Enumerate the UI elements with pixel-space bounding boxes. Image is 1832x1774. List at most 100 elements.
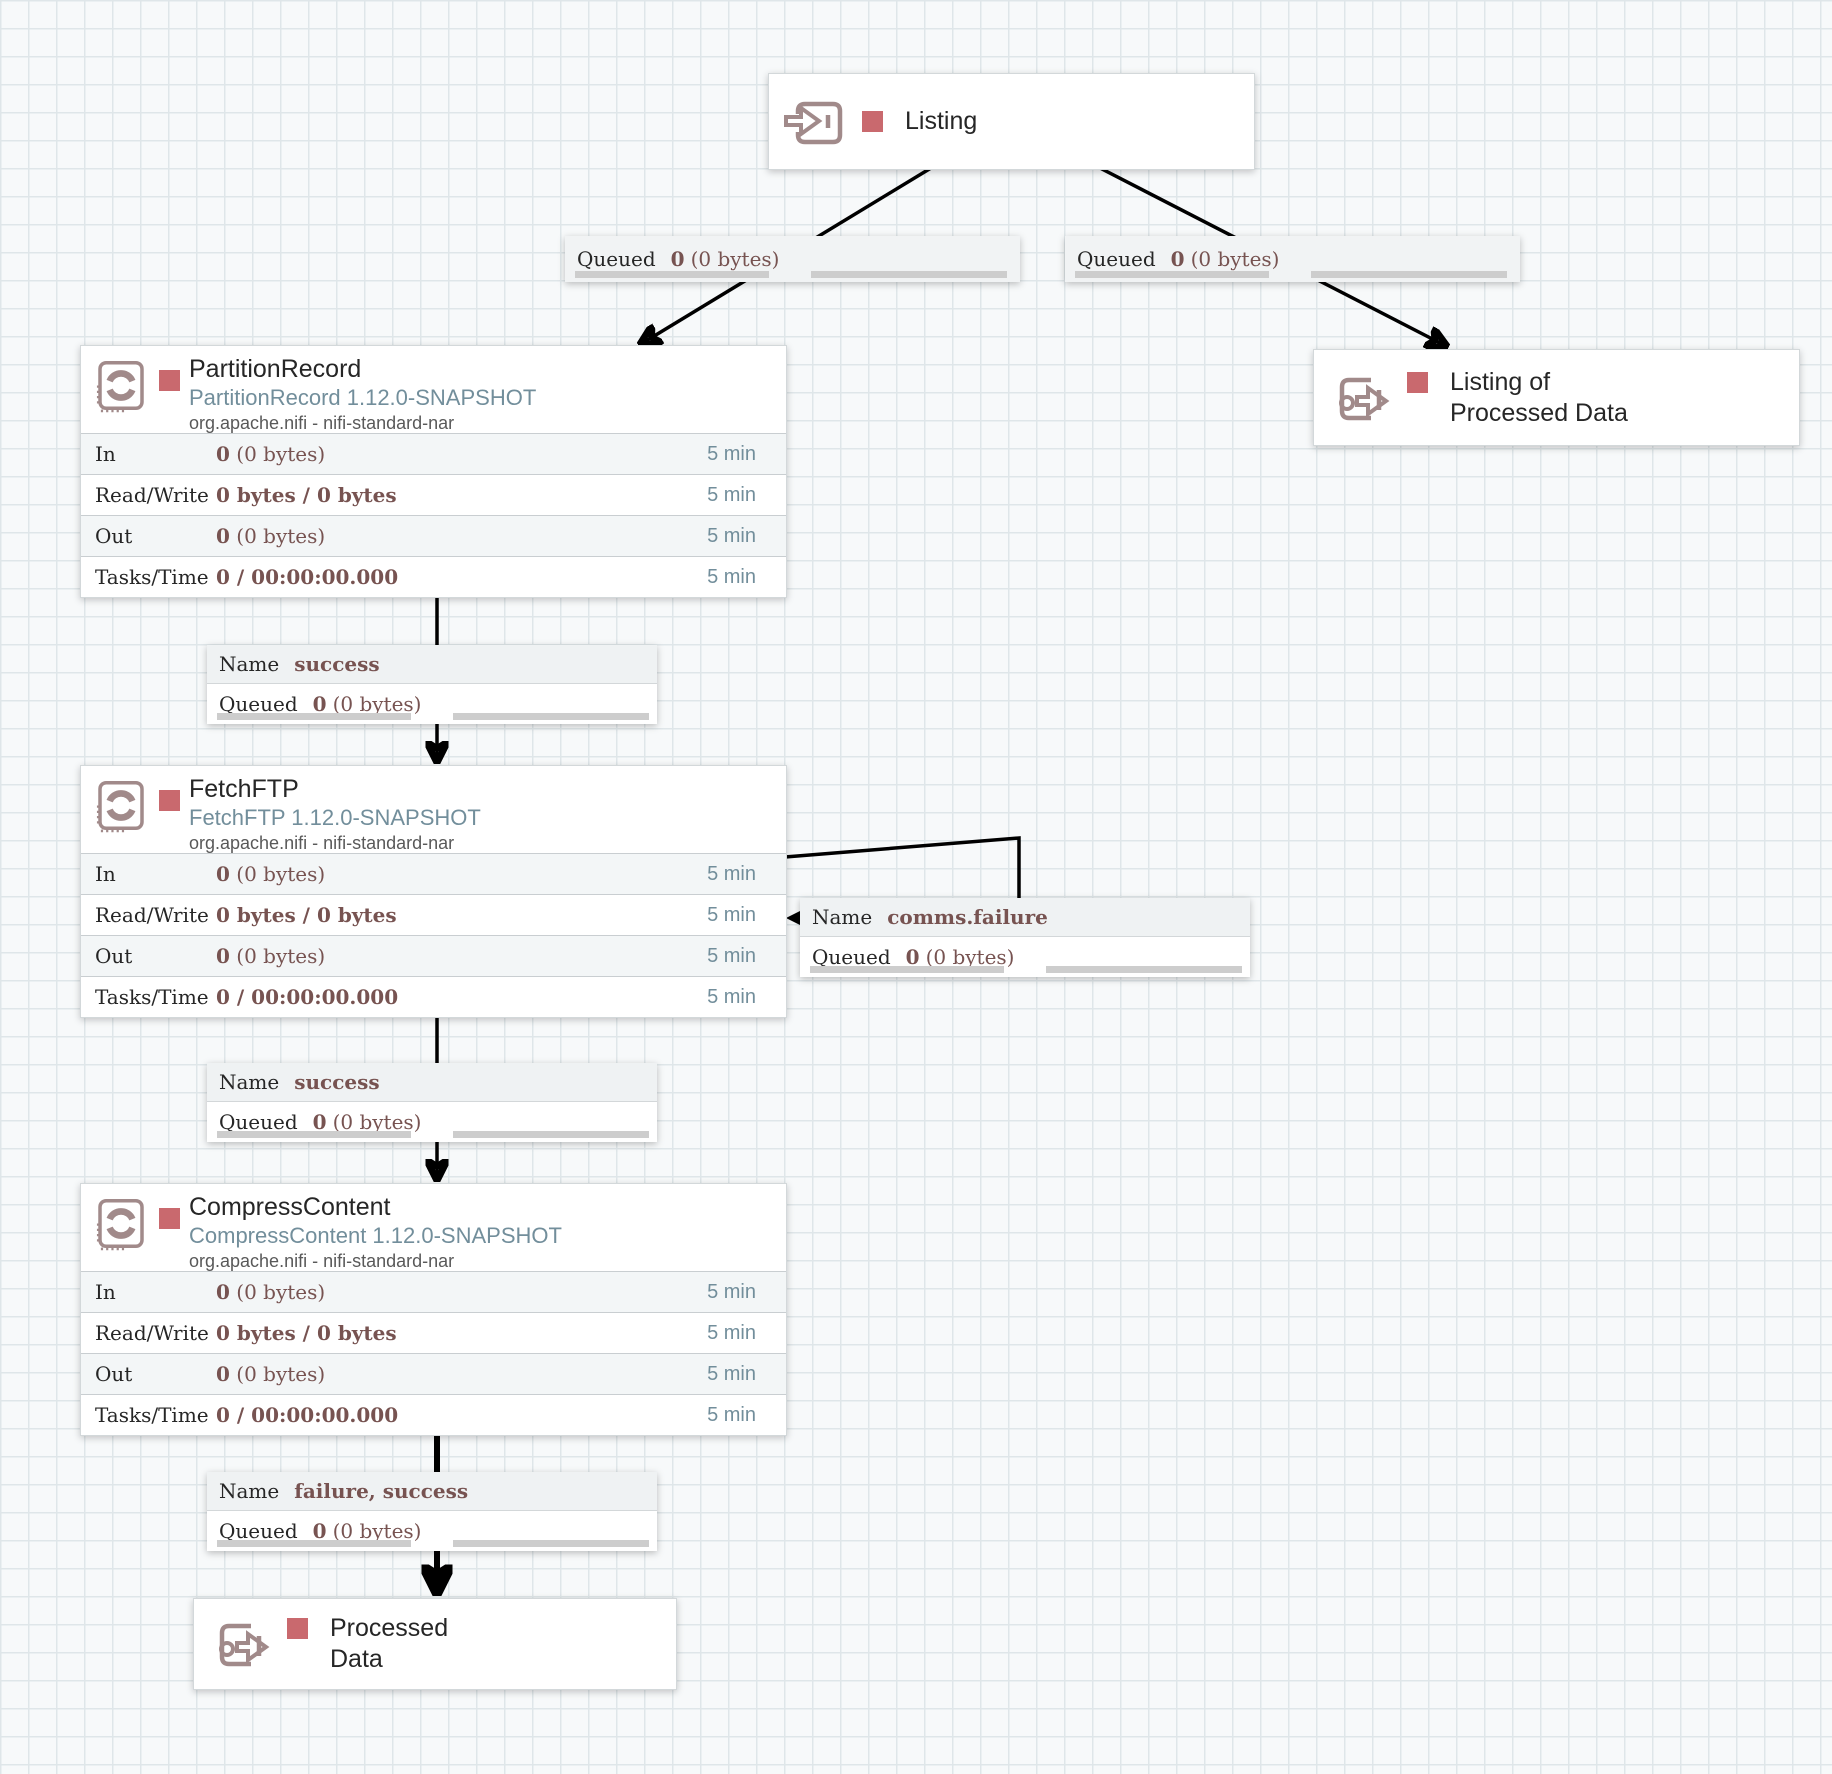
stat-value-bold: 0 <box>216 1280 230 1304</box>
stat-row-readwrite: Read/Write 0 bytes / 0 bytes 5 min <box>81 894 786 935</box>
connection-label-success-partitionrecord-to-fetchftp[interactable]: Name success Queued 0 (0 bytes) <box>207 645 657 724</box>
queue-count-bar <box>217 1131 411 1138</box>
stat-value-bold: 0 bytes / 0 bytes <box>216 1321 397 1345</box>
processor-icon <box>96 1199 144 1251</box>
processor-icon <box>96 361 144 413</box>
queued-row: Queued 0 (0 bytes) <box>1065 236 1520 282</box>
input-port-icon <box>784 101 843 144</box>
queued-count: 0 <box>312 1110 327 1134</box>
stat-window: 5 min <box>707 1321 756 1344</box>
stat-window: 5 min <box>707 524 756 547</box>
stat-value-bold: 0 <box>216 1362 230 1386</box>
input-port-listing[interactable]: Listing <box>768 73 1255 170</box>
connection-label-success-fetchftp-to-compresscontent[interactable]: Name success Queued 0 (0 bytes) <box>207 1063 657 1142</box>
processor-bundle: org.apache.nifi - nifi-standard-nar <box>189 1251 455 1271</box>
queue-size-bar <box>1046 966 1242 973</box>
processor-partitionrecord[interactable]: PartitionRecord PartitionRecord 1.12.0-S… <box>80 345 787 598</box>
processor-bundle: org.apache.nifi - nifi-standard-nar <box>189 413 455 433</box>
stat-window: 5 min <box>707 1280 756 1303</box>
stat-row-in: In 0 (0 bytes) 5 min <box>81 853 786 894</box>
processor-icon <box>96 781 144 833</box>
connection-label-failure-success-to-processed-data[interactable]: Name failure, success Queued 0 (0 bytes) <box>207 1472 657 1551</box>
relationship-name: failure, success <box>294 1479 469 1503</box>
stat-window: 5 min <box>707 985 756 1008</box>
processor-type: PartitionRecord 1.12.0-SNAPSHOT <box>189 385 537 410</box>
port-name-line: Listing <box>905 107 978 135</box>
processor-title: PartitionRecord <box>189 355 362 383</box>
stat-row-taskstime: Tasks/Time 0 / 00:00:00.000 5 min <box>81 556 786 597</box>
name-label: Name <box>219 1070 280 1094</box>
queued-row: Queued 0 (0 bytes) <box>800 937 1250 977</box>
processor-title: FetchFTP <box>189 775 299 803</box>
stopped-status-square <box>1407 371 1428 393</box>
processor-stats: In 0 (0 bytes) 5 min Read/Write 0 bytes … <box>81 853 786 1017</box>
stat-value-bold: 0 <box>216 442 230 466</box>
stat-label: In <box>95 1280 116 1304</box>
name-row: Name success <box>207 645 657 684</box>
queued-size: (0 bytes) <box>332 1519 422 1543</box>
stat-label: In <box>95 442 116 466</box>
queue-count-bar <box>810 966 1004 973</box>
queued-row: Queued 0 (0 bytes) <box>207 1102 657 1142</box>
queued-label: Queued <box>577 247 656 271</box>
stat-window: 5 min <box>707 1362 756 1385</box>
output-port-listing-of-processed-data[interactable]: Listing of Processed Data <box>1313 349 1800 446</box>
port-name-line: Processed <box>330 1614 449 1642</box>
output-port-icon <box>1339 377 1390 420</box>
queued-size: (0 bytes) <box>1190 247 1280 271</box>
output-port-icon <box>219 1623 270 1667</box>
connection-label-listing-to-partitionrecord[interactable]: Queued 0 (0 bytes) <box>565 236 1020 282</box>
queued-label: Queued <box>219 692 298 716</box>
processor-type: FetchFTP 1.12.0-SNAPSHOT <box>189 805 481 830</box>
queue-count-bar <box>217 1540 411 1547</box>
queued-count: 0 <box>670 247 685 271</box>
connection-label-listing-to-output-port[interactable]: Queued 0 (0 bytes) <box>1065 236 1520 282</box>
queued-count: 0 <box>312 1519 327 1543</box>
queue-size-bar <box>811 271 1007 278</box>
queue-count-bar <box>217 713 411 720</box>
stat-value-bold: 0 / 00:00:00.000 <box>216 985 399 1009</box>
processor-type: CompressContent 1.12.0-SNAPSHOT <box>189 1223 562 1248</box>
queue-size-bar <box>453 1131 649 1138</box>
queued-size: (0 bytes) <box>690 247 780 271</box>
port-name-line: Processed Data <box>1450 398 1628 427</box>
stat-label: Tasks/Time <box>95 1403 209 1427</box>
queued-label: Queued <box>812 945 891 969</box>
stat-row-out: Out 0 (0 bytes) 5 min <box>81 935 786 976</box>
connection-line-fetchftp-selfloop[interactable] <box>784 836 1021 898</box>
processor-stats: In 0 (0 bytes) 5 min Read/Write 0 bytes … <box>81 1271 786 1435</box>
processor-fetchftp[interactable]: FetchFTP FetchFTP 1.12.0-SNAPSHOT org.ap… <box>80 765 787 1018</box>
stat-row-readwrite: Read/Write 0 bytes / 0 bytes 5 min <box>81 474 786 515</box>
stopped-status-square <box>159 1208 180 1229</box>
stat-label: Out <box>95 944 133 968</box>
name-row: Name failure, success <box>207 1472 657 1511</box>
output-port-processed-data[interactable]: Processed Data <box>193 1598 677 1690</box>
stat-window: 5 min <box>707 903 756 926</box>
stat-label: Read/Write <box>95 1321 209 1345</box>
queued-label: Queued <box>219 1110 298 1134</box>
stat-label: Out <box>95 524 133 548</box>
processor-bundle: org.apache.nifi - nifi-standard-nar <box>189 833 455 853</box>
queued-row: Queued 0 (0 bytes) <box>207 1511 657 1551</box>
stat-value-bold: 0 bytes / 0 bytes <box>216 903 397 927</box>
queued-count: 0 <box>905 945 920 969</box>
stopped-status-square <box>862 111 883 132</box>
stat-row-taskstime: Tasks/Time 0 / 00:00:00.000 5 min <box>81 1394 786 1435</box>
stat-value-rest: (0 bytes) <box>229 1362 326 1386</box>
stat-value-rest: (0 bytes) <box>229 524 326 548</box>
queue-count-bar <box>575 271 769 278</box>
queued-row: Queued 0 (0 bytes) <box>207 684 657 724</box>
name-label: Name <box>219 652 280 676</box>
name-label: Name <box>812 905 873 929</box>
stat-window: 5 min <box>707 565 756 588</box>
connection-label-comms-failure-selfloop[interactable]: Name comms.failure Queued 0 (0 bytes) <box>800 898 1250 977</box>
name-label: Name <box>219 1479 280 1503</box>
stat-window: 5 min <box>707 442 756 465</box>
relationship-name: success <box>294 652 380 676</box>
queue-count-bar <box>1075 271 1269 278</box>
processor-compresscontent[interactable]: CompressContent CompressContent 1.12.0-S… <box>80 1183 787 1436</box>
name-row: Name success <box>207 1063 657 1102</box>
stat-value-bold: 0 bytes / 0 bytes <box>216 483 397 507</box>
name-row: Name comms.failure <box>800 898 1250 937</box>
